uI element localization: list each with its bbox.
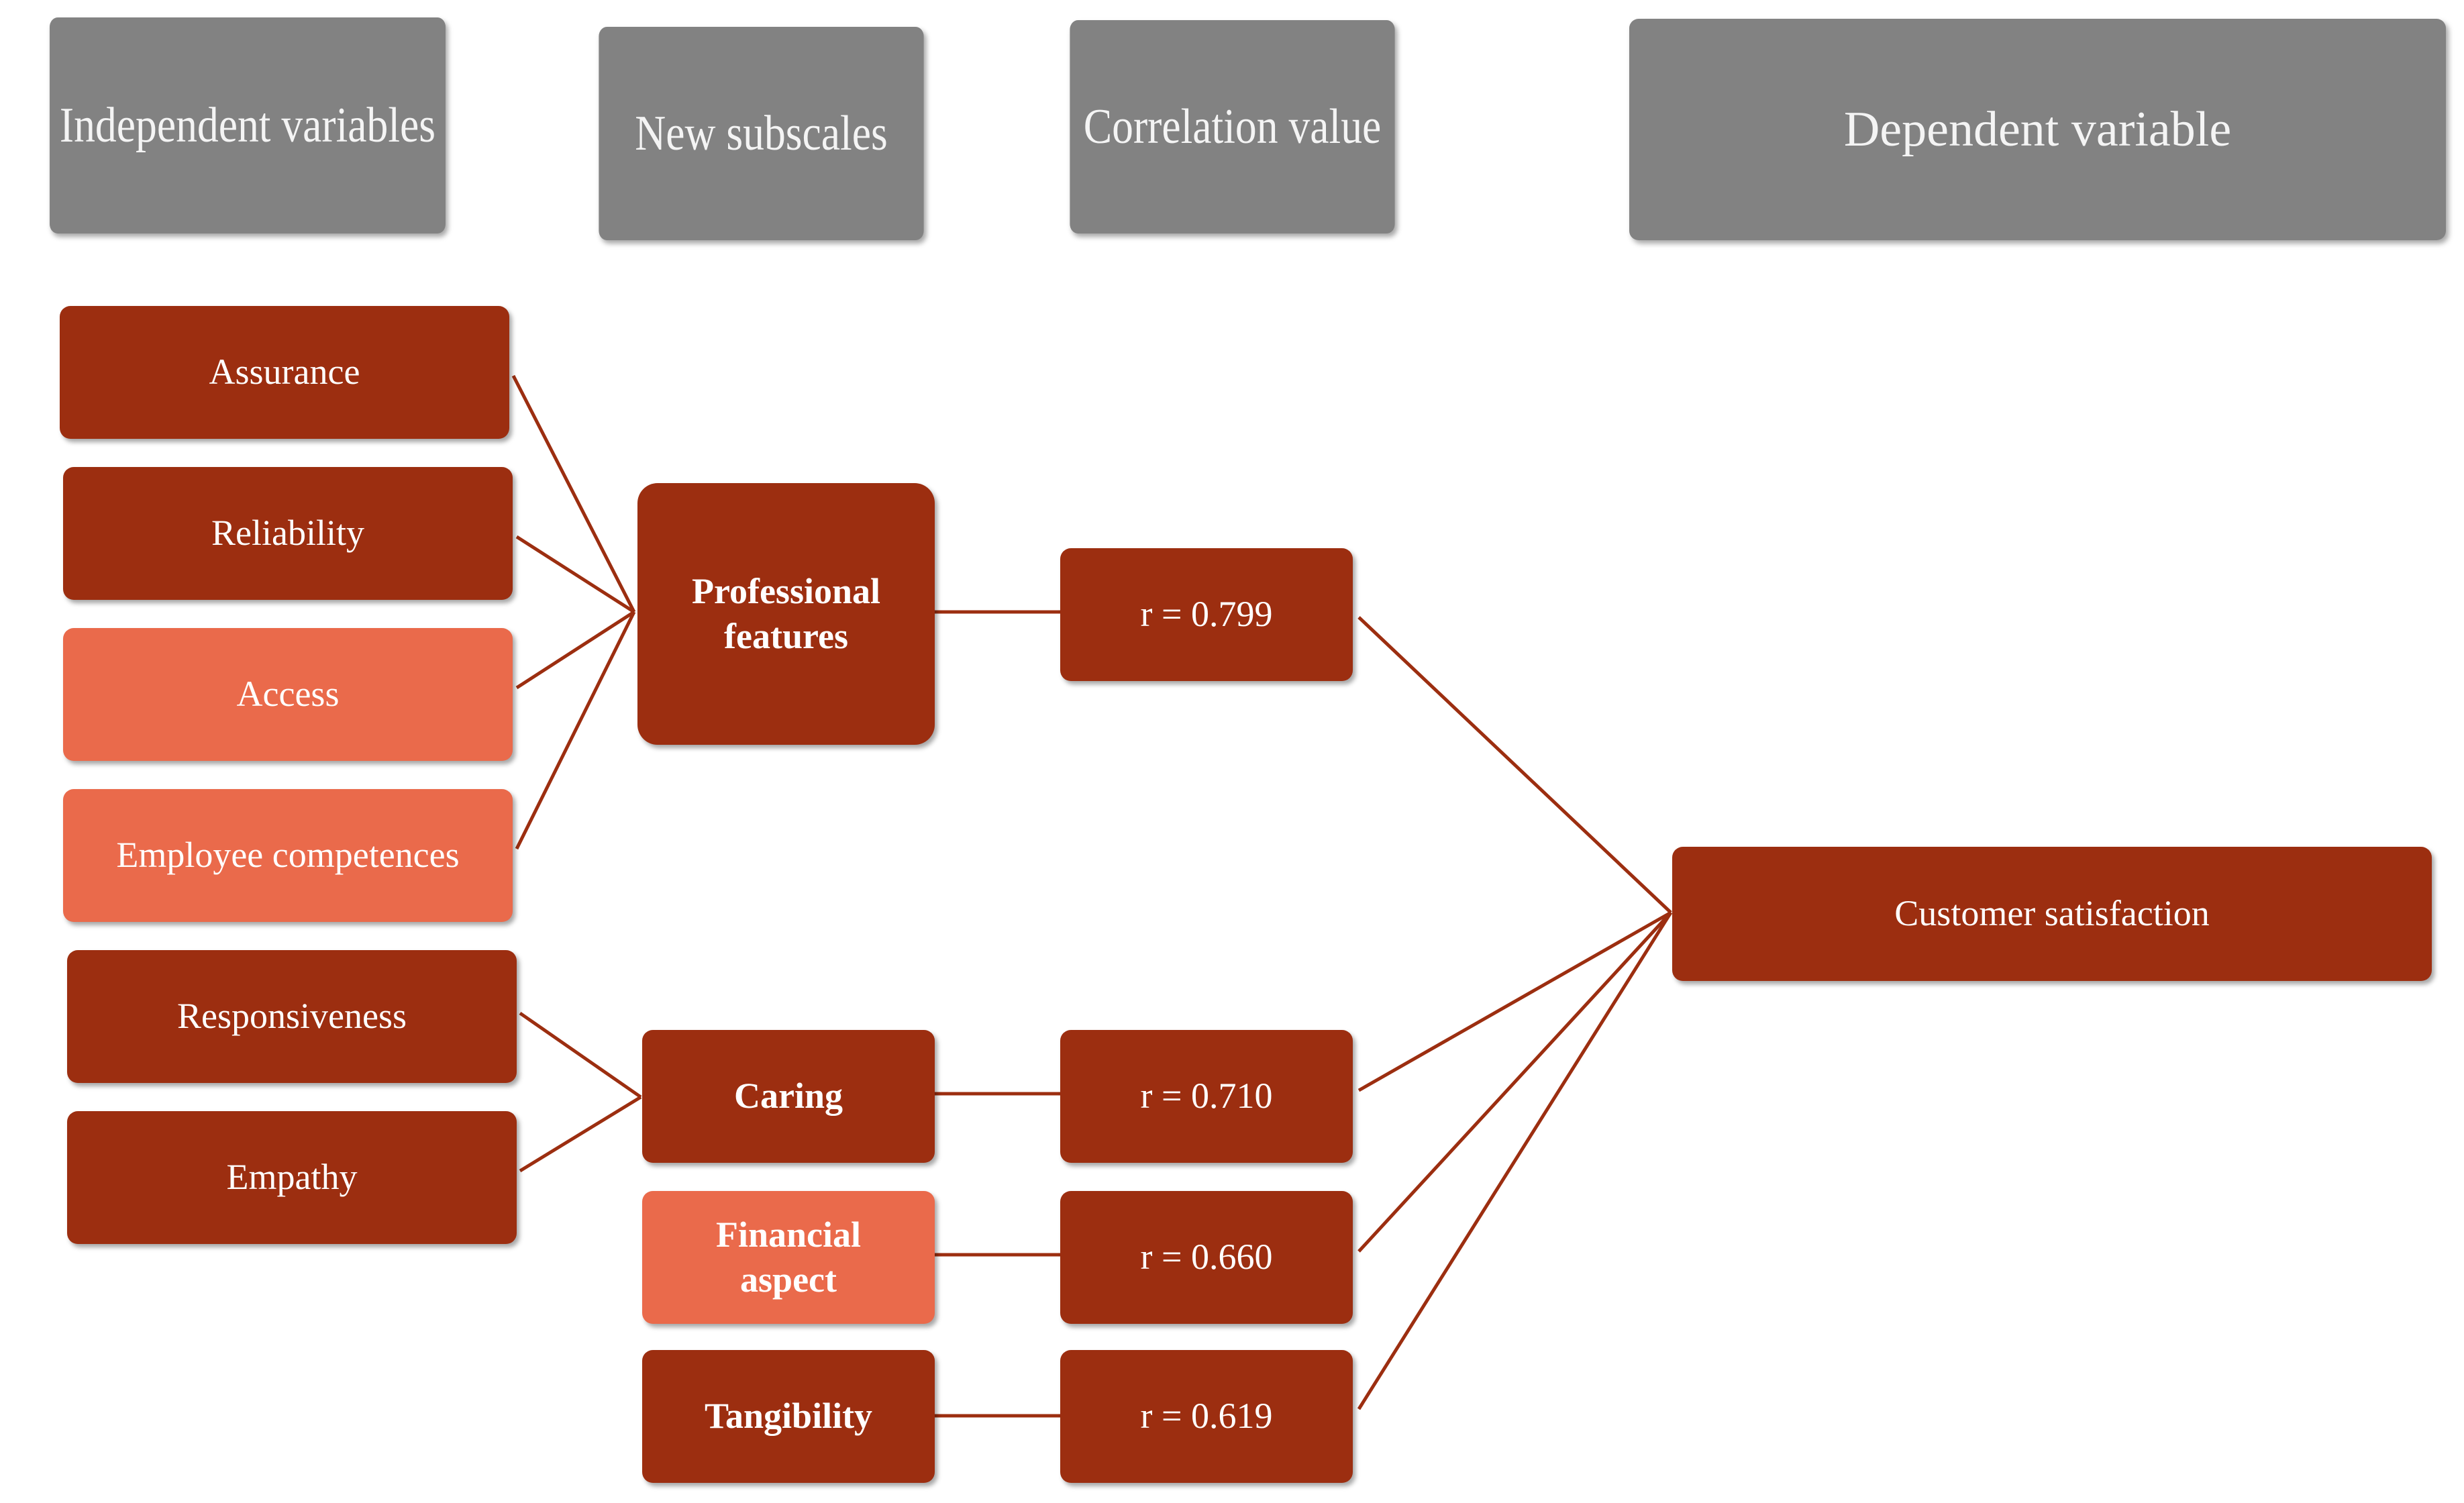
subscale-tangibility: Tangibility: [642, 1350, 935, 1483]
link-r4-satisfaction: [1357, 911, 1673, 1410]
subscale-financial-aspect: Financial aspect: [642, 1191, 935, 1324]
link-empathy-caring: [519, 1095, 642, 1173]
header-new-subscales: New subscales: [599, 27, 924, 240]
header-dependent-variable: Dependent variable: [1629, 19, 2446, 240]
independent-variable-responsiveness: Responsiveness: [67, 950, 517, 1083]
subscale-caring: Caring: [642, 1030, 935, 1163]
link-responsiveness-caring: [519, 1011, 642, 1099]
link-reliability-professional: [515, 535, 635, 614]
header-independent-variables: Independent variables: [50, 17, 446, 234]
independent-variable-assurance: Assurance: [60, 306, 509, 439]
header-correlation-value: Correlation value: [1070, 20, 1395, 234]
correlation-value-financial-aspect: r = 0.660: [1060, 1191, 1353, 1324]
link-r2-satisfaction: [1357, 911, 1672, 1092]
link-r1-satisfaction: [1357, 616, 1672, 914]
independent-variable-empathy: Empathy: [67, 1111, 517, 1244]
correlation-value-professional-features: r = 0.799: [1060, 548, 1353, 681]
independent-variable-reliability: Reliability: [63, 467, 513, 600]
link-r3-satisfaction: [1357, 911, 1672, 1253]
independent-variable-employee-competences: Employee competences: [63, 789, 513, 922]
correlation-value-caring: r = 0.710: [1060, 1030, 1353, 1163]
link-assurance-professional: [511, 374, 636, 613]
dependent-variable-customer-satisfaction: Customer satisfaction: [1672, 847, 2432, 981]
independent-variable-access: Access: [63, 628, 513, 761]
link-competences-professional: [515, 611, 636, 850]
subscale-professional-features: Professional features: [637, 483, 935, 745]
correlation-value-tangibility: r = 0.619: [1060, 1350, 1353, 1483]
link-access-professional: [515, 610, 635, 690]
